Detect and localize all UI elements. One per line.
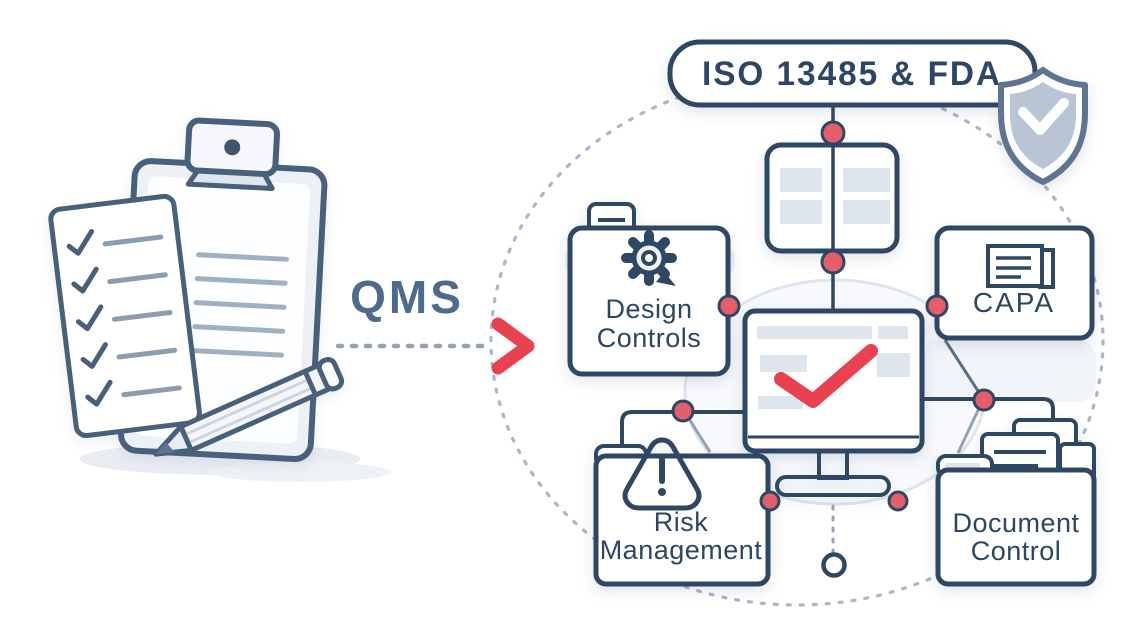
connector-node-risk (671, 399, 695, 423)
qms-flow: QMS (335, 271, 535, 375)
document-diagonal-line (956, 403, 983, 454)
design-controls-module: Design Controls (567, 202, 731, 377)
connector-node-capa (925, 294, 949, 318)
checklist-lines (102, 234, 182, 398)
risk-management-box (593, 453, 771, 587)
checklist-page (48, 193, 202, 439)
risk-diagonal-line (684, 413, 712, 453)
risk-management-label-1: Risk (654, 507, 709, 537)
monitor-check-module (742, 308, 925, 497)
document-control-module: Document Control (935, 418, 1097, 587)
newspaper-icon (986, 244, 1055, 289)
document-grid-blocks (780, 168, 890, 224)
dashed-cycle-circle (489, 75, 1105, 607)
risk-connector-line (620, 410, 747, 452)
connector-node-design (717, 294, 741, 318)
decor-smudge (920, 340, 1096, 402)
qms-label: QMS (350, 271, 464, 323)
capa-corner-line (943, 339, 982, 395)
connector-nodes (671, 120, 996, 578)
clipboard-clip-icon (184, 117, 281, 191)
risk-management-label-2: Management (600, 535, 763, 565)
connector-node-document (972, 388, 996, 412)
pencil-icon (153, 356, 345, 457)
connector-node-top (820, 120, 846, 146)
document-connector-line (920, 397, 1055, 434)
connector-node-spine (820, 249, 846, 275)
document-control-label-1: Document (952, 508, 1079, 538)
red-checkmark-icon (774, 344, 878, 408)
badge-label: ISO 13485 & FDA (702, 55, 1002, 93)
design-controls-label-2: Controls (597, 323, 702, 353)
compliance-badge: ISO 13485 & FDA (667, 39, 1088, 185)
gear-icon (621, 230, 677, 286)
connector-lines (620, 339, 1055, 554)
document-control-label-2: Control (971, 536, 1062, 566)
capa-module: CAPA (934, 225, 1095, 341)
document-control-box (935, 467, 1097, 587)
monitor-base (775, 475, 891, 497)
checkmark-icons (66, 228, 113, 407)
capa-label: CAPA (973, 287, 1055, 318)
connector-node-open (821, 552, 847, 578)
shield-check-icon (998, 67, 1088, 185)
document-grid-module (764, 106, 900, 313)
arrow-chevron-icon (491, 317, 535, 375)
clipboard-illustration (48, 117, 345, 463)
connector-node-bottom-right (887, 490, 909, 512)
risk-management-module: Risk Management (593, 437, 771, 587)
design-controls-label-1: Design (605, 294, 692, 324)
clipboard-text-lines (191, 252, 289, 358)
connector-node-bottom-left (759, 490, 781, 512)
pencil-shadow (210, 462, 390, 482)
warning-triangle-icon (622, 437, 702, 511)
monitor-ui-blocks (757, 326, 910, 409)
